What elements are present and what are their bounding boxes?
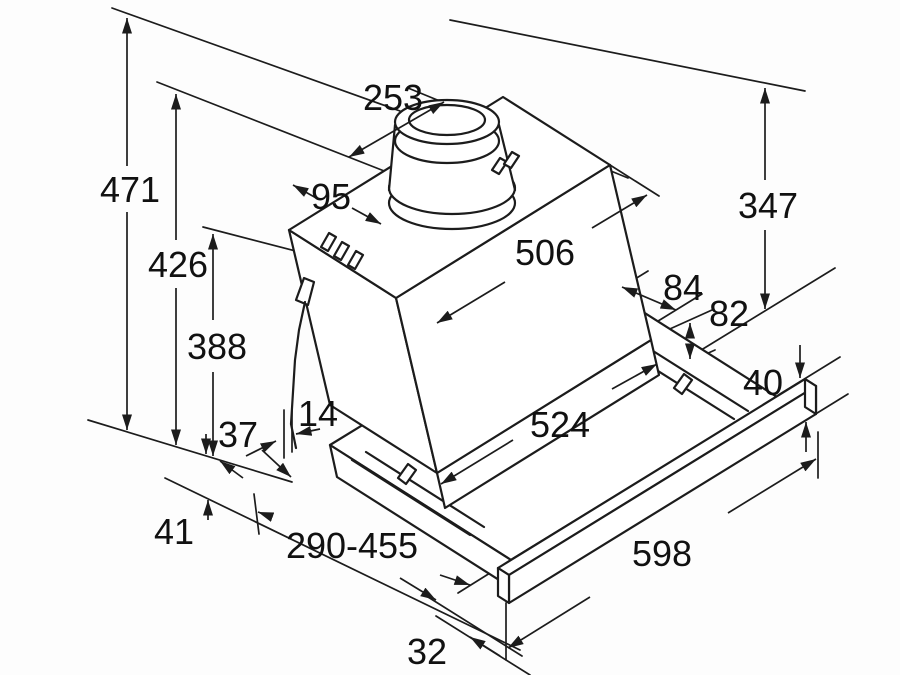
dim-290-455-right [439,574,471,586]
cable-hook-1 [319,231,338,253]
ref-top-right-plane [449,19,806,92]
dim-label-duct-offset-side: 95 [311,176,351,217]
dim-label-back-clearance: 14 [298,393,338,434]
dim-598-right [727,458,817,514]
dim-label-slider-height: 82 [709,293,749,334]
dim-label-fixed-part-height: 347 [738,185,798,226]
cable-hook-2 [332,240,351,262]
slide-rail-left-b [364,450,486,529]
dim-label-total-height: 471 [100,169,160,210]
dim-506-left [436,281,506,324]
duct-clip-b [502,150,521,170]
dimension-labels: 471 426 388 253 95 506 347 84 82 40 524 … [100,77,798,672]
dim-524-left [440,439,514,485]
strip-left-cap [496,566,511,605]
dim-label-strip-thickness: 32 [407,631,447,672]
ref-mounting-plane [87,419,293,483]
dimension-lines [122,18,817,657]
rail-tab-right [672,372,694,396]
collar-cone-right-edge [497,123,517,192]
dim-label-height-to-body-top: 388 [187,326,247,367]
dim-290-455-left [257,511,275,522]
ref-duct-top-plane [111,7,401,112]
rail-tab-left [396,462,418,486]
dim-95-right-arrow [351,207,382,225]
ext-32-upper [427,596,523,657]
dim-37-up-arrow [219,460,244,479]
dim-37-down-arrow [261,449,292,478]
dim-506-right [591,194,648,229]
dim-95-left-arrow [292,184,319,200]
dim-label-front-offset: 37 [218,414,258,455]
cable-hook-3 [346,249,365,271]
dim-label-front-width: 598 [632,533,692,574]
dim-32-down-arrow [399,577,437,601]
ref-strip-bottom-plane [164,477,521,651]
dim-label-telescopic-range: 290-455 [286,525,418,566]
dim-14-left-arrow [245,440,277,457]
dim-598-left [507,596,591,649]
duct-collar [387,98,521,231]
dim-label-duct-offset-depth: 253 [363,77,423,118]
dim-32-up-arrow [469,636,501,657]
ext-506-right [609,164,660,197]
power-cable [289,231,365,450]
ref-fixed-bottom-plane [679,267,836,364]
ref-collar-base-plane [156,81,398,177]
tick-290-left [253,493,260,535]
dim-14-right-arrow [295,425,321,436]
dim-label-side-clearance: 84 [663,267,703,308]
dim-label-front-strip-height: 40 [743,362,783,403]
dim-label-body-top-width: 506 [515,232,575,273]
dim-label-bottom-clearance: 41 [154,511,194,552]
slide-rail-right-b [640,342,750,413]
dim-label-body-width: 524 [530,404,590,445]
cable-cord [289,300,307,450]
dim-253-line [348,101,445,158]
strip-right-cap [803,377,818,416]
dim-524-right [611,363,658,390]
dim-84-line [621,286,677,311]
front-strip [496,377,818,605]
dim-label-height-to-collar: 426 [148,244,208,285]
slide-rail-left-a [350,458,472,537]
